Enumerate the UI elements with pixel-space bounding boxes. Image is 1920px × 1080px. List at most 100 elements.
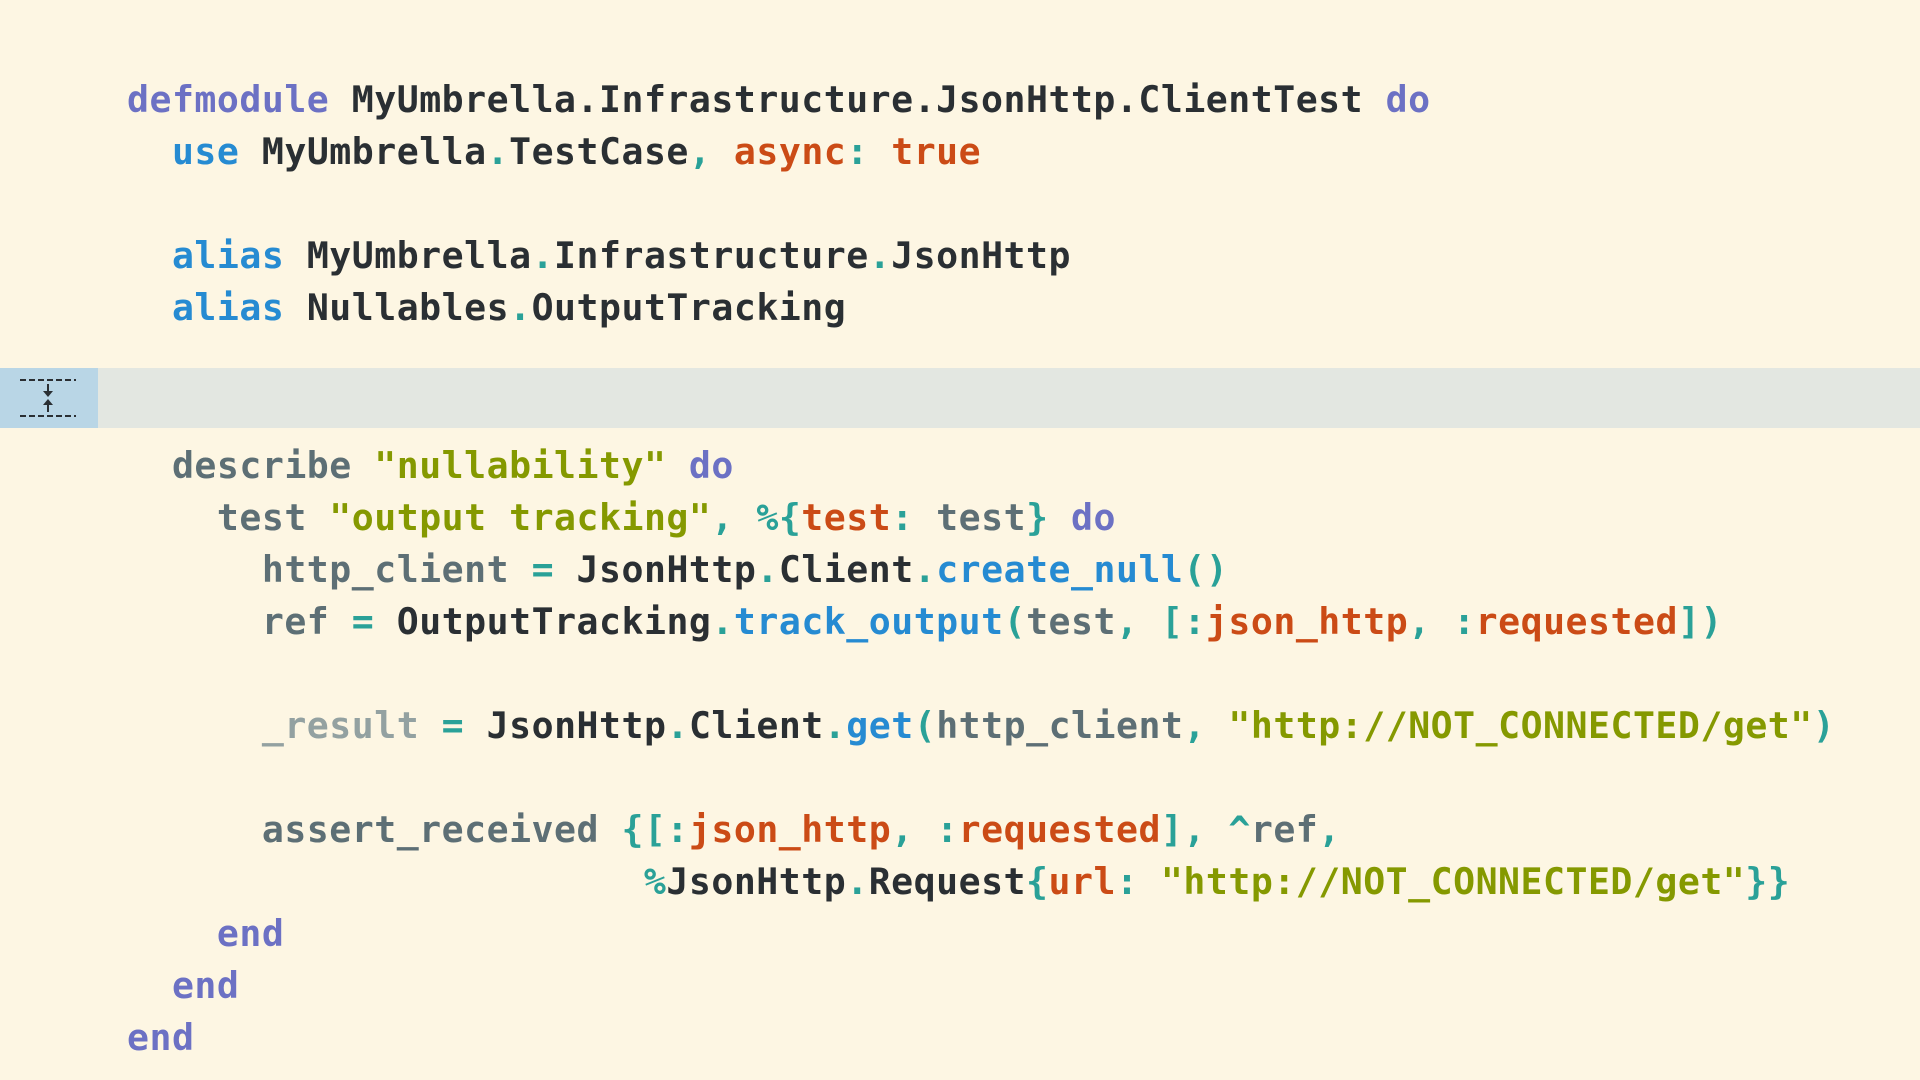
code-token: "http://NOT_CONNECTED/get" bbox=[1160, 860, 1746, 903]
code-line[interactable]: describe "nullability" do bbox=[127, 440, 734, 492]
code-token: OutputTracking bbox=[531, 286, 847, 329]
code-token: = bbox=[441, 704, 465, 747]
fold-gutter[interactable] bbox=[0, 368, 98, 428]
code-token: . bbox=[531, 234, 555, 277]
code-token: track_output bbox=[733, 600, 1004, 643]
code-token: end bbox=[171, 964, 240, 1007]
code-token: . bbox=[868, 234, 892, 277]
code-token bbox=[239, 130, 261, 173]
code-line[interactable]: http_client = JsonHttp.Client.create_nul… bbox=[127, 544, 1228, 596]
code-token: , bbox=[711, 496, 734, 539]
code-token bbox=[666, 444, 688, 487]
code-token: }} bbox=[1745, 860, 1791, 903]
code-token bbox=[599, 808, 621, 851]
code-token bbox=[419, 704, 441, 747]
indent bbox=[127, 496, 217, 539]
code-token bbox=[914, 808, 936, 851]
code-token: : bbox=[1115, 860, 1139, 903]
code-line[interactable]: use MyUmbrella.TestCase, async: true bbox=[127, 126, 981, 178]
code-token: } bbox=[1026, 496, 1049, 539]
code-token: : bbox=[1453, 600, 1476, 643]
unfold-vertical-icon[interactable] bbox=[18, 376, 78, 420]
code-token: assert_received bbox=[261, 808, 599, 851]
code-token bbox=[734, 496, 756, 539]
code-token: url bbox=[1048, 860, 1116, 903]
code-token bbox=[1138, 600, 1160, 643]
code-token bbox=[1206, 808, 1228, 851]
code-line[interactable]: %JsonHttp.Request{url: "http://NOT_CONNE… bbox=[127, 856, 1790, 908]
indent bbox=[127, 444, 172, 487]
code-token bbox=[284, 234, 306, 277]
code-token: test bbox=[801, 496, 892, 539]
code-line[interactable]: assert_received {[:json_http, :requested… bbox=[127, 804, 1341, 856]
code-token: . bbox=[711, 600, 734, 643]
code-token: % bbox=[643, 860, 667, 903]
code-token: ^ bbox=[1228, 808, 1251, 851]
code-token: true bbox=[891, 130, 982, 173]
code-token: Client bbox=[688, 704, 824, 747]
code-token bbox=[509, 548, 531, 591]
code-line[interactable]: alias Nullables.OutputTracking bbox=[127, 282, 846, 334]
indent bbox=[127, 600, 262, 643]
code-token: MyUmbrella bbox=[306, 234, 532, 277]
code-line[interactable]: end bbox=[127, 908, 284, 960]
code-line[interactable]: alias MyUmbrella.Infrastructure.JsonHttp bbox=[127, 230, 1071, 282]
code-token: OutputTracking bbox=[396, 600, 712, 643]
code-token bbox=[1363, 78, 1385, 121]
code-token: . bbox=[666, 704, 689, 747]
code-token: do bbox=[1071, 496, 1116, 539]
code-token: () bbox=[1183, 548, 1229, 591]
code-token: defmodule bbox=[127, 78, 330, 121]
code-token: . bbox=[509, 286, 532, 329]
code-token: do bbox=[1385, 78, 1431, 121]
code-token: : bbox=[936, 808, 959, 851]
indent bbox=[127, 808, 262, 851]
code-token: ( bbox=[913, 704, 937, 747]
code-token: { bbox=[1026, 860, 1049, 903]
code-token: {[ bbox=[621, 808, 667, 851]
code-token: , bbox=[1183, 704, 1206, 747]
code-token: : bbox=[891, 496, 914, 539]
code-token: test bbox=[936, 496, 1027, 539]
code-token: . bbox=[823, 704, 847, 747]
code-token bbox=[1206, 704, 1228, 747]
code-token bbox=[1049, 496, 1071, 539]
code-token: . bbox=[846, 860, 869, 903]
code-token: = bbox=[351, 600, 375, 643]
code-line[interactable]: _result = JsonHttp.Client.get(http_clien… bbox=[127, 700, 1835, 752]
code-token: JsonHttp bbox=[666, 860, 847, 903]
code-token bbox=[914, 496, 936, 539]
indent bbox=[127, 704, 262, 747]
code-token: Client bbox=[778, 548, 914, 591]
code-token: , bbox=[1115, 600, 1139, 643]
code-token: JsonHttp bbox=[486, 704, 667, 747]
code-token: async bbox=[733, 130, 847, 173]
code-token: requested bbox=[958, 808, 1161, 851]
code-line[interactable]: test "output tracking", %{test: test} do bbox=[127, 492, 1116, 544]
code-token: json_http bbox=[1205, 600, 1409, 643]
code-token: Request bbox=[868, 860, 1027, 903]
code-token: ref bbox=[261, 600, 330, 643]
indent bbox=[127, 234, 172, 277]
code-token: "nullability" bbox=[374, 444, 667, 487]
code-token: requested bbox=[1475, 600, 1678, 643]
code-line[interactable]: defmodule MyUmbrella.Infrastructure.Json… bbox=[127, 74, 1431, 126]
code-token: TestCase bbox=[509, 130, 689, 173]
code-token: http_client bbox=[936, 704, 1184, 747]
code-line[interactable]: ref = OutputTracking.track_output(test, … bbox=[127, 596, 1723, 648]
code-token: "output tracking" bbox=[329, 496, 712, 539]
code-line[interactable]: end bbox=[127, 1012, 194, 1064]
indent bbox=[127, 860, 644, 903]
indent bbox=[127, 548, 262, 591]
code-token: use bbox=[171, 130, 240, 173]
code-token: , bbox=[1318, 808, 1341, 851]
code-token bbox=[307, 496, 329, 539]
code-line[interactable]: end bbox=[127, 960, 239, 1012]
code-token: ]) bbox=[1677, 600, 1723, 643]
code-token: http_client bbox=[261, 548, 510, 591]
code-token bbox=[329, 78, 351, 121]
indent bbox=[127, 130, 172, 173]
code-token: json_http bbox=[688, 808, 892, 851]
folded-region[interactable] bbox=[0, 368, 1920, 428]
